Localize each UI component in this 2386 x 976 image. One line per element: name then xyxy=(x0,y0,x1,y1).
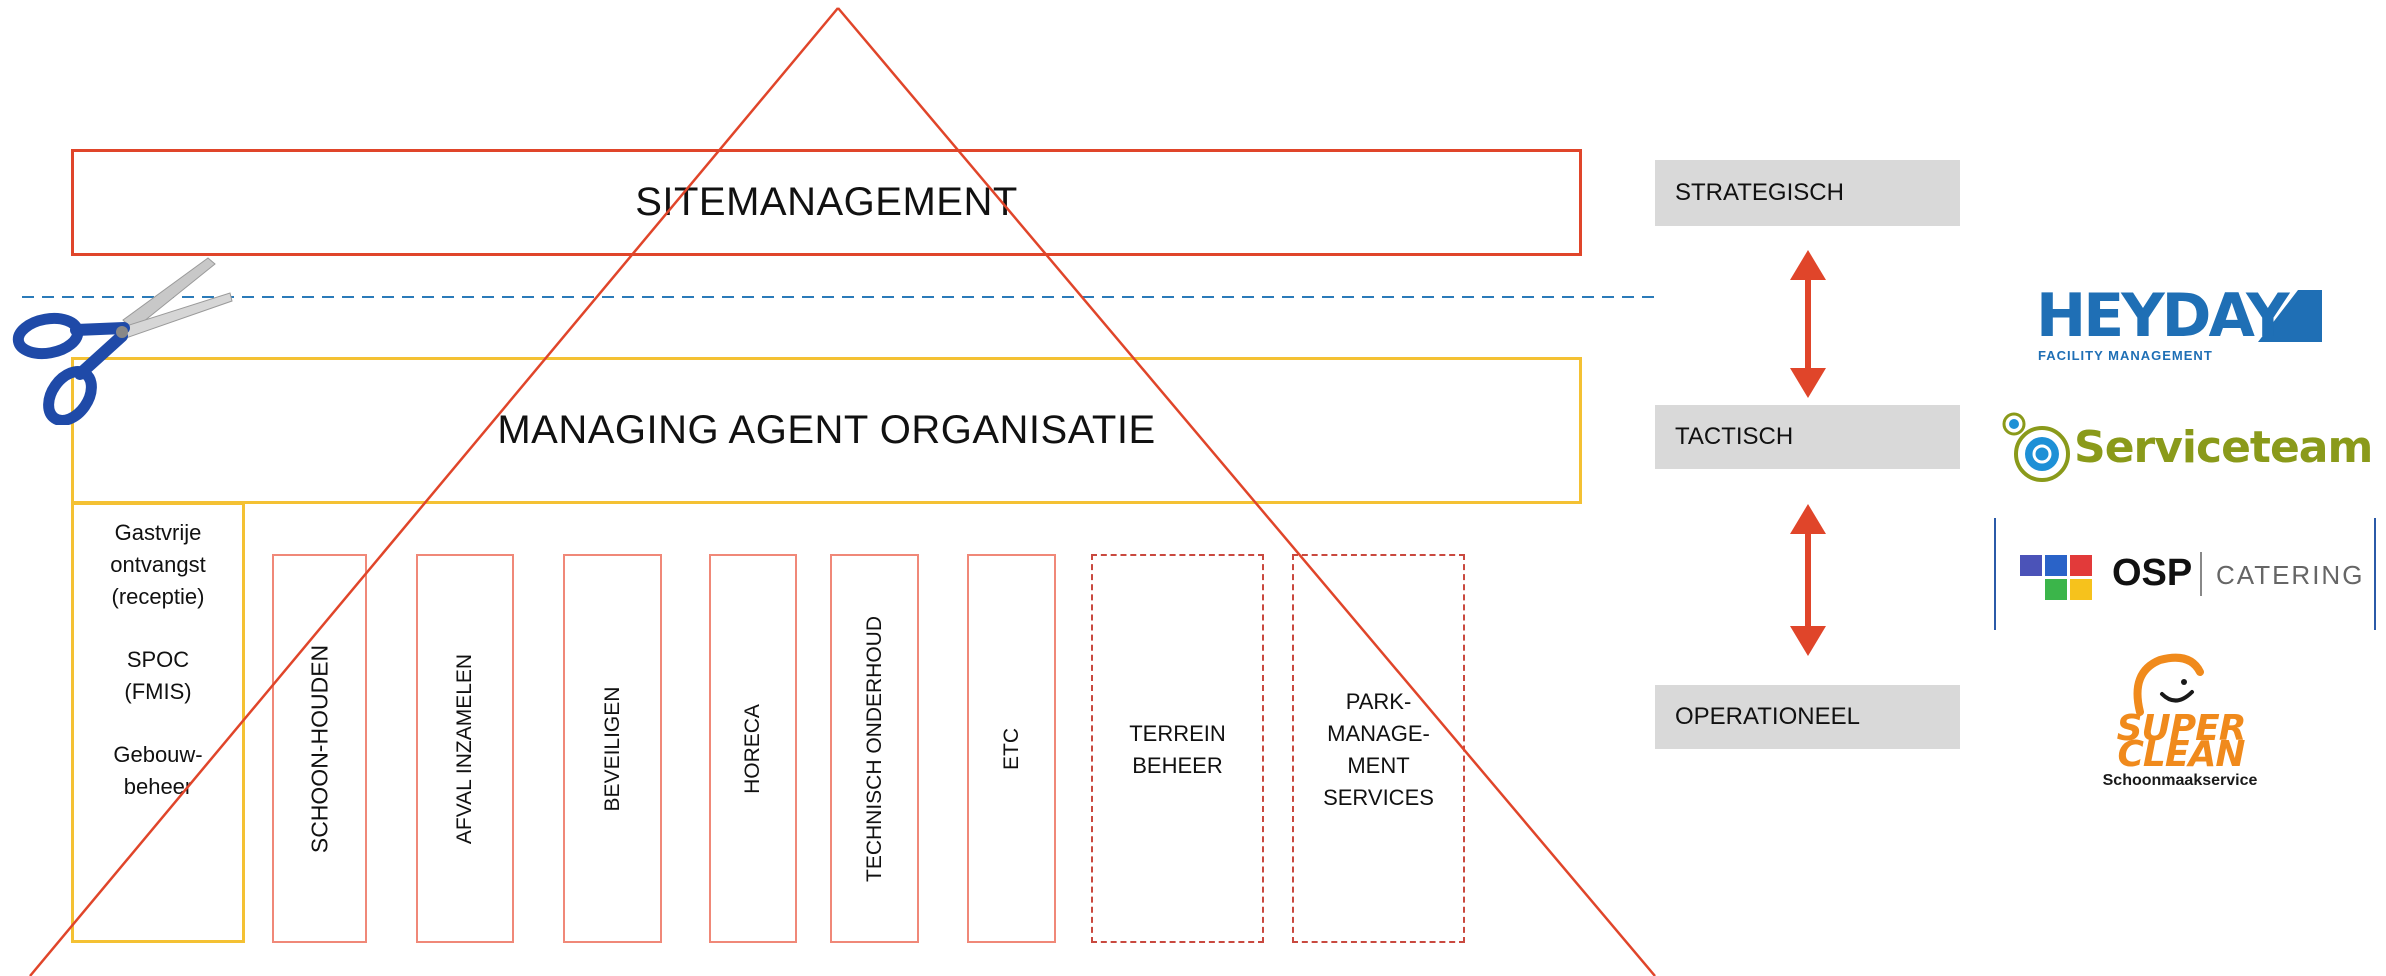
park-line: MANAGE- xyxy=(1327,721,1430,746)
managing-agent-label: MANAGING AGENT ORGANISATIE xyxy=(497,408,1156,452)
park-line: SERVICES xyxy=(1323,785,1434,810)
terrein-line: BEHEER xyxy=(1132,753,1223,778)
superclean-word-1: SUPER xyxy=(2116,708,2247,749)
double-arrow-upper xyxy=(1790,250,1826,398)
serviceteam-logo: Serviceteam xyxy=(1998,408,2373,483)
level-operationeel: OPERATIONEEL xyxy=(1655,685,1960,749)
heyday-wordmark: HEYDAY xyxy=(2036,281,2290,351)
side-line: (FMIS) xyxy=(124,679,192,704)
smiley-icon xyxy=(2133,653,2204,716)
pillar-horeca: HORECA xyxy=(709,554,797,943)
level-strategisch: STRATEGISCH xyxy=(1655,160,1960,226)
pyramid-left-edge xyxy=(29,7,839,976)
osp-catering-logo: OSP CATERING xyxy=(1994,518,2376,630)
double-arrow-lower xyxy=(1790,504,1826,656)
side-line: SPOC xyxy=(126,647,190,672)
side-line: Gebouw- xyxy=(113,742,203,767)
level-tactisch: TACTISCH xyxy=(1655,405,1960,469)
scissors-icon xyxy=(12,257,233,425)
side-line: (receptie) xyxy=(111,584,205,609)
side-line: ontvangst xyxy=(110,552,206,577)
pillar-schoonhouden: SCHOON-HOUDEN xyxy=(272,554,367,943)
pillar-beveiligen: BEVEILIGEN xyxy=(563,554,662,943)
level-label: OPERATIONEEL xyxy=(1675,703,1860,730)
park-line: MENT xyxy=(1347,753,1410,778)
sitemanagement-box: SITEMANAGEMENT xyxy=(71,149,1582,256)
side-line: Gastvrije xyxy=(114,520,202,545)
superclean-subtitle: Schoonmaakservice xyxy=(2102,772,2258,789)
serviceteam-icon xyxy=(2002,412,2070,482)
level-label: STRATEGISCH xyxy=(1675,179,1844,206)
heyday-logo: HEYDAY FACILITY MANAGEMENT xyxy=(2036,282,2326,370)
osp-grid-icon xyxy=(2020,555,2092,601)
osp-wordmark: OSP xyxy=(2112,552,2193,594)
managing-agent-box: MANAGING AGENT ORGANISATIE xyxy=(71,357,1582,504)
pillar-technisch: TECHNISCH ONDERHOUD xyxy=(830,554,919,943)
serviceteam-wordmark: Serviceteam xyxy=(2074,422,2373,473)
pillar-terrein-beheer: TERREIN BEHEER xyxy=(1091,554,1264,943)
park-line: PARK- xyxy=(1345,689,1412,714)
level-label: TACTISCH xyxy=(1675,423,1794,450)
pyramid-right-edge xyxy=(837,7,1656,976)
superclean-logo: SUPER CLEAN Schoonmaakservice xyxy=(2080,652,2280,792)
sitemanagement-label: SITEMANAGEMENT xyxy=(635,180,1018,224)
catering-wordmark: CATERING xyxy=(2216,560,2365,590)
pillar-etc: ETC xyxy=(967,554,1056,943)
heyday-subtitle: FACILITY MANAGEMENT xyxy=(2038,348,2213,363)
side-column: Gastvrije ontvangst (receptie) SPOC (FMI… xyxy=(71,502,245,943)
terrein-line: TERREIN xyxy=(1129,721,1226,746)
superclean-word-2: CLEAN xyxy=(2117,734,2246,775)
pillar-afval: AFVAL INZAMELEN xyxy=(416,554,514,943)
